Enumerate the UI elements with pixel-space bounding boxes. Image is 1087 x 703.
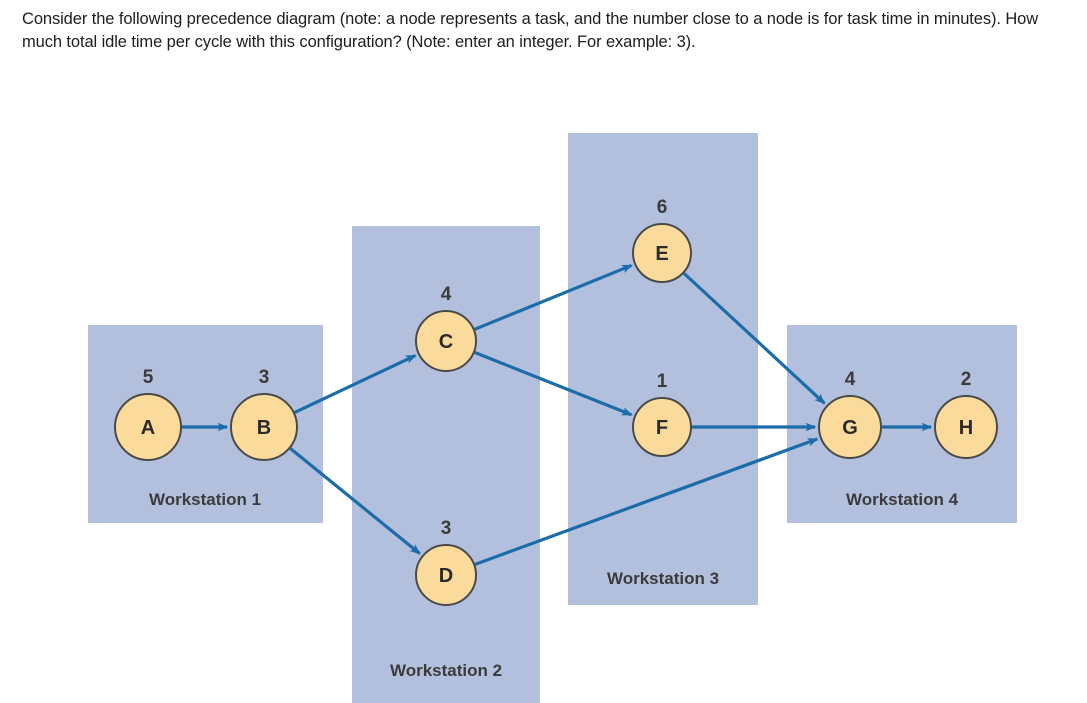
workstation-labels: Workstation 1 Workstation 2 Workstation 3 W… bbox=[149, 490, 959, 680]
task-node-label-e: E bbox=[655, 243, 668, 265]
task-time-b: 3 bbox=[259, 367, 270, 388]
task-node-a bbox=[114, 393, 182, 461]
question-text: Consider the following precedence diagra… bbox=[22, 10, 1039, 52]
edge-c-to-e bbox=[474, 263, 633, 331]
task-node-b bbox=[230, 393, 298, 461]
edge-b-to-c bbox=[294, 354, 417, 414]
task-node-f bbox=[632, 397, 692, 457]
task-node-label-g: G bbox=[842, 417, 858, 439]
workstation-box-3 bbox=[568, 133, 758, 605]
task-node-label-d: D bbox=[439, 565, 453, 587]
task-time-g: 4 bbox=[845, 369, 856, 390]
task-node-d bbox=[415, 544, 477, 606]
workstation-label-1: Workstation 1 bbox=[149, 490, 261, 509]
task-node-g bbox=[818, 395, 882, 459]
edge-c-to-f bbox=[474, 350, 633, 417]
task-node-h bbox=[934, 395, 998, 459]
workstation-label-4: Workstation 4 bbox=[846, 490, 959, 509]
task-time-c: 4 bbox=[441, 284, 452, 305]
task-node-label-f: F bbox=[656, 417, 668, 439]
task-node-label-h: H bbox=[959, 417, 973, 439]
task-time-e: 6 bbox=[657, 197, 668, 218]
task-time-h: 2 bbox=[961, 369, 972, 390]
node-group: A 5B 3 C 4D 3 E 6F 1G 4H 2 bbox=[114, 197, 998, 606]
task-node-e bbox=[632, 223, 692, 283]
workstation-label-2: Workstation 2 bbox=[390, 661, 502, 680]
edge-d-to-g bbox=[474, 437, 819, 566]
task-time-f: 1 bbox=[657, 371, 668, 392]
task-node-label-b: B bbox=[257, 417, 271, 439]
task-time-d: 3 bbox=[441, 518, 452, 539]
edge-e-to-g bbox=[682, 272, 826, 405]
task-node-c bbox=[415, 310, 477, 372]
task-node-label-a: A bbox=[141, 417, 155, 439]
task-node-label-c: C bbox=[439, 331, 453, 353]
workstation-label-3: Workstation 3 bbox=[607, 569, 719, 588]
edge-b-to-d bbox=[289, 447, 421, 555]
workstation-box-2 bbox=[352, 226, 540, 703]
task-time-a: 5 bbox=[143, 367, 154, 388]
edge-group bbox=[182, 263, 933, 566]
